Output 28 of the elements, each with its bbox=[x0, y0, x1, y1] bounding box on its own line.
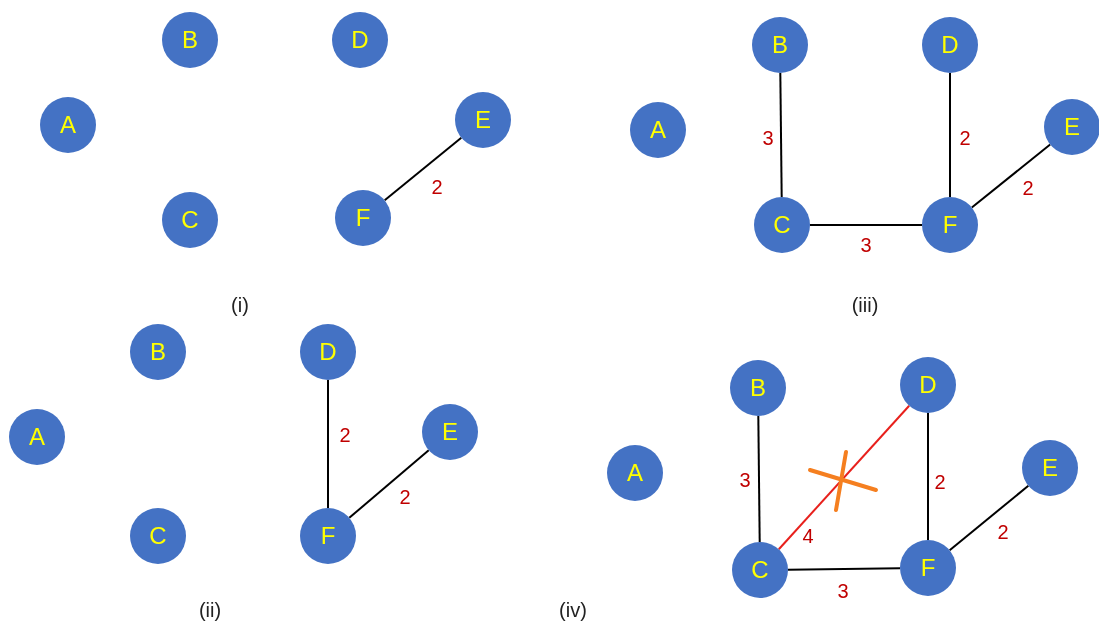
edge-line bbox=[809, 224, 923, 226]
edge-label: 3 bbox=[762, 128, 774, 148]
panel-caption: (ii) bbox=[198, 600, 222, 620]
edge-label: 3 bbox=[837, 581, 849, 601]
edge-label: 3 bbox=[739, 470, 751, 490]
edge-line bbox=[327, 379, 329, 509]
edge-label: 2 bbox=[399, 487, 411, 507]
edge-line bbox=[779, 72, 783, 198]
edge-line bbox=[348, 449, 430, 519]
panel-caption: (iii) bbox=[851, 295, 879, 315]
edge-line bbox=[949, 72, 951, 198]
edge-line bbox=[787, 567, 901, 571]
edge-label: 2 bbox=[1022, 178, 1034, 198]
edge-line bbox=[948, 484, 1030, 552]
edge-line bbox=[927, 412, 929, 541]
panel-caption: (iv) bbox=[559, 600, 587, 620]
edge-label: 4 bbox=[802, 526, 814, 546]
edge-label: 2 bbox=[339, 425, 351, 445]
edge-line bbox=[970, 143, 1052, 209]
panel-caption: (i) bbox=[231, 295, 249, 315]
edge-line bbox=[383, 136, 463, 202]
edge-line bbox=[777, 404, 911, 551]
edge-label: 2 bbox=[959, 128, 971, 148]
edge-label: 3 bbox=[860, 235, 872, 255]
edge-label: 2 bbox=[431, 177, 443, 197]
edge-label: 2 bbox=[997, 522, 1009, 542]
edge-label: 2 bbox=[934, 472, 946, 492]
edge-line bbox=[757, 415, 761, 543]
